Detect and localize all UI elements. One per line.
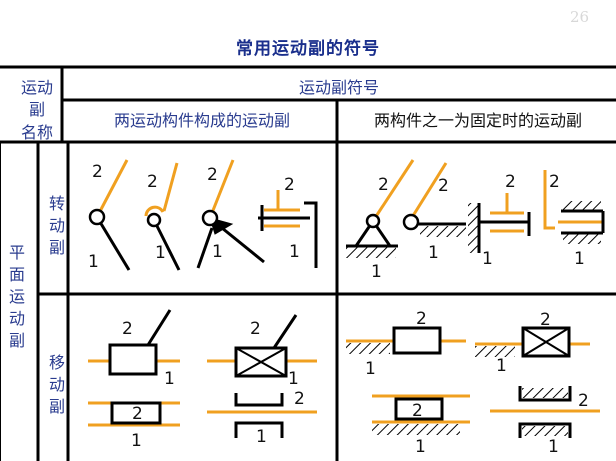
revolute-d-label-2: 2 bbox=[284, 175, 295, 195]
prismatic-a-label-2: 2 bbox=[122, 319, 133, 339]
fixed-d-label-2: 2 bbox=[549, 172, 560, 192]
corner-label-line3: 名称 bbox=[20, 123, 53, 142]
corner-label-line2: 副 bbox=[28, 100, 45, 119]
fixed-b-label-2: 2 bbox=[438, 176, 449, 196]
fixed-slider-on-ground bbox=[346, 326, 466, 355]
fixed-a-label-2: 2 bbox=[378, 175, 389, 195]
prismatic-d-label-1: 1 bbox=[256, 427, 267, 447]
fixed-d-label-1: 1 bbox=[574, 249, 585, 269]
revolute-hinged-link-joint bbox=[144, 162, 181, 271]
fixed-g-label-2: 2 bbox=[412, 401, 423, 421]
prismatic-a-label-1: 1 bbox=[164, 369, 175, 389]
row-group-planar: 平面运动副 bbox=[8, 243, 25, 350]
revolute-a-label-2: 2 bbox=[92, 162, 103, 182]
prismatic-c-label-1: 1 bbox=[131, 431, 142, 451]
fixed-a-label-1: 1 bbox=[371, 262, 382, 282]
prismatic-slider-with-rod bbox=[88, 309, 180, 376]
fixed-h-label-1: 1 bbox=[548, 437, 559, 457]
fixed-e-label-2: 2 bbox=[416, 309, 427, 329]
revolute-c-label-2: 2 bbox=[207, 165, 218, 185]
table-grid bbox=[0, 65, 616, 461]
fixed-c-label-2: 2 bbox=[505, 172, 516, 192]
fixed-journal-bearing bbox=[543, 170, 605, 244]
fixed-f-label-1: 1 bbox=[496, 356, 507, 376]
fixed-block-in-ground-guide bbox=[372, 394, 470, 435]
fixed-channel-in-ground bbox=[490, 386, 600, 438]
fixed-b-label-1: 1 bbox=[428, 243, 439, 263]
revolute-filled-wedge-joint bbox=[196, 159, 265, 269]
fixed-g-label-1: 1 bbox=[415, 437, 426, 457]
fixed-crossed-slider-on-ground bbox=[475, 326, 590, 358]
revolute-b-label-1: 1 bbox=[155, 243, 166, 263]
prismatic-d-label-2: 2 bbox=[294, 389, 305, 409]
symbols-header: 运动副符号 bbox=[298, 78, 379, 97]
column-header-both-moving: 两运动构件构成的运动副 bbox=[113, 111, 290, 130]
row-label-prismatic: 移动副 bbox=[48, 353, 65, 416]
revolute-b-label-2: 2 bbox=[147, 172, 158, 192]
prismatic-b-label-1: 1 bbox=[288, 369, 299, 389]
fixed-f-label-2: 2 bbox=[540, 310, 551, 330]
prismatic-b-label-2: 2 bbox=[250, 319, 261, 339]
fixed-pivot-ground-link bbox=[402, 162, 466, 237]
revolute-c-label-1: 1 bbox=[212, 242, 223, 262]
prismatic-crossed-slider bbox=[207, 314, 317, 378]
fixed-h-label-2: 2 bbox=[578, 391, 589, 411]
page-title: 常用运动副的符号 bbox=[236, 39, 380, 59]
fixed-e-label-1: 1 bbox=[365, 359, 376, 379]
page-number: 26 bbox=[570, 8, 590, 26]
column-header-one-fixed: 两构件之一为固定时的运动副 bbox=[373, 111, 582, 130]
fixed-c-label-1: 1 bbox=[482, 249, 493, 269]
revolute-shaft-bearing bbox=[258, 190, 318, 268]
row-label-revolute: 转动副 bbox=[48, 194, 65, 257]
prismatic-channel-guide bbox=[207, 393, 317, 438]
revolute-d-label-1: 1 bbox=[289, 242, 300, 262]
revolute-a-label-1: 1 bbox=[88, 252, 99, 272]
fixed-wall-bearing bbox=[468, 193, 531, 253]
revolute-pin-joint bbox=[88, 159, 131, 271]
fixed-pivot-support bbox=[346, 159, 415, 258]
prismatic-c-label-2: 2 bbox=[132, 404, 143, 424]
prismatic-block-in-guide bbox=[88, 401, 180, 427]
corner-label-line1: 运动 bbox=[20, 78, 53, 97]
